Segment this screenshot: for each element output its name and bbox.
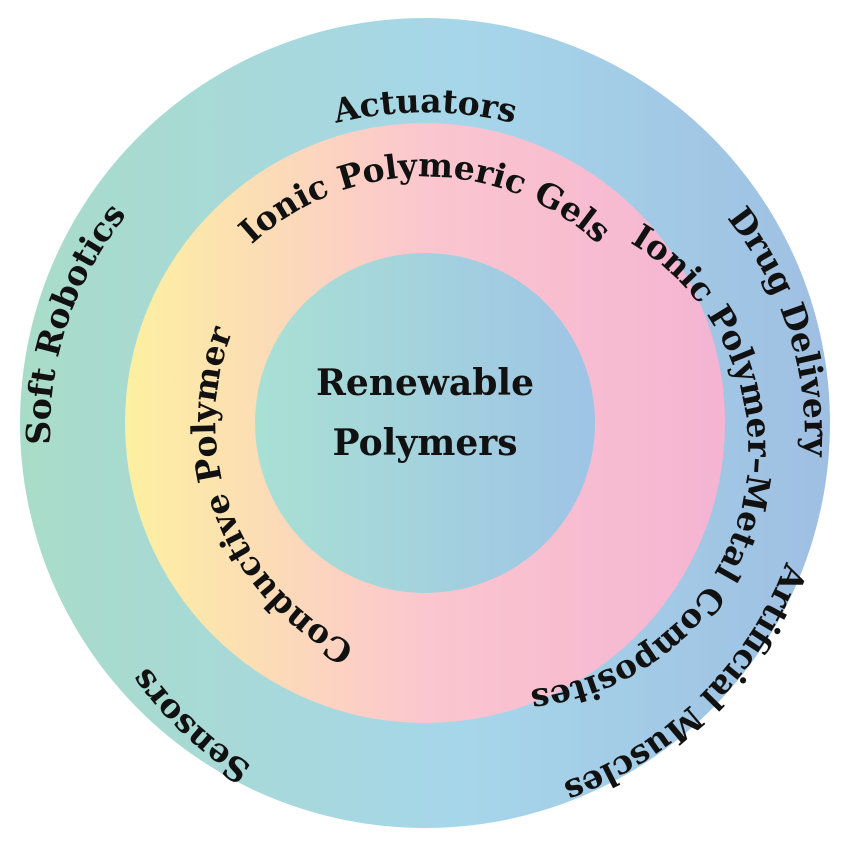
inner-circle xyxy=(255,253,595,593)
center-label-line2: Polymers xyxy=(333,422,518,464)
center-label-line1: Renewable xyxy=(316,362,534,404)
